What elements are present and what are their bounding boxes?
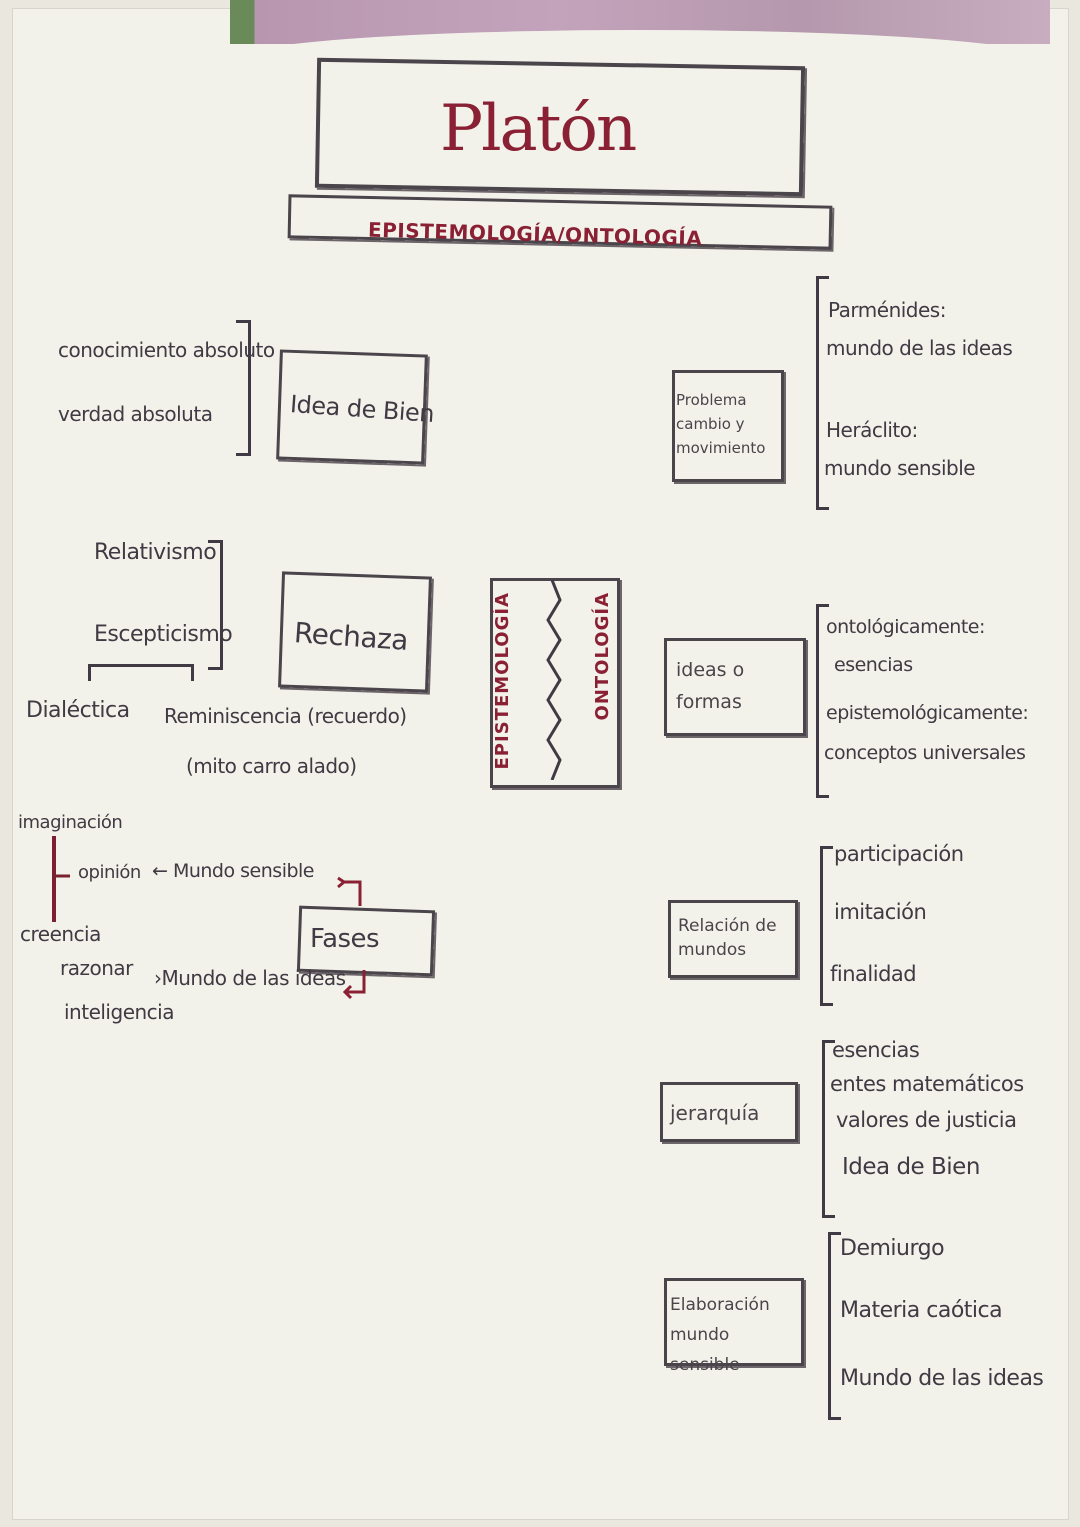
item-mundo-ideas-2: Mundo de las ideas — [840, 1366, 1044, 1391]
fase-imaginacion: imaginación — [18, 812, 123, 833]
ideas-bracket — [816, 604, 829, 798]
item-participacion: participación — [834, 842, 964, 866]
item-parmenides: Parménides: — [828, 298, 946, 322]
fase-razonar: razonar — [60, 956, 133, 980]
item-entes-matematicos: entes matemáticos — [830, 1072, 1024, 1096]
relacion-box — [668, 900, 798, 978]
item-esencias-1: esencias — [834, 654, 913, 676]
item-finalidad: finalidad — [830, 962, 917, 986]
branch-reminiscencia: Reminiscencia (recuerdo) — [164, 704, 407, 728]
item-verdad-absoluta: verdad absoluta — [58, 402, 213, 426]
epistemology-vertical-label: EPISTEMOLOGÍA — [492, 592, 513, 770]
dialectica-bracket — [88, 664, 194, 681]
item-valores-justicia: valores de justicia — [836, 1108, 1017, 1132]
divider-zigzag — [546, 580, 562, 780]
item-heraclito: Heráclito: — [826, 418, 918, 442]
razonar-mundo-ideas: ›Mundo de las ideas — [154, 966, 346, 990]
note-mito-carro-alado: (mito carro alado) — [186, 754, 357, 778]
fases-left-bracket — [52, 836, 70, 922]
branch-dialectica: Dialéctica — [26, 698, 130, 723]
problema-label: Problema cambio y movimiento — [676, 391, 766, 457]
item-imitacion: imitación — [834, 900, 927, 924]
page-title: Platón — [440, 92, 637, 166]
item-demiurgo: Demiurgo — [840, 1236, 945, 1261]
opinion-mundo-sensible: ← Mundo sensible — [152, 860, 315, 882]
item-mundo-ideas-1: mundo de las ideas — [826, 336, 1013, 360]
item-conocimiento-absoluto: conocimiento absoluto — [58, 338, 275, 362]
fases-label: Fases — [310, 924, 380, 954]
item-idea-de-bien: Idea de Bien — [842, 1154, 980, 1180]
fases-arrows — [337, 876, 366, 1000]
rechaza-bracket — [208, 540, 223, 670]
ontology-vertical-label: ONTOLOGÍA — [592, 592, 613, 721]
problema-box — [672, 370, 784, 482]
item-epistemologicamente: epistemológicamente: — [826, 702, 1029, 724]
jerarquia-label: jerarquía — [670, 1101, 760, 1125]
fase-inteligencia: inteligencia — [64, 1000, 174, 1024]
relacion-label: Relación de mundos — [678, 916, 777, 960]
ideas-formas-box — [664, 638, 806, 736]
item-relativismo: Relativismo — [94, 540, 217, 565]
elaboracion-label: Elaboración mundo sensible — [670, 1295, 770, 1375]
jerarquia-box — [660, 1082, 798, 1142]
item-esencias-2: esencias — [832, 1038, 920, 1062]
relacion-bracket — [820, 846, 833, 1006]
item-conceptos-universales: conceptos universales — [824, 742, 1026, 764]
elaboracion-box — [664, 1278, 804, 1366]
idea-bracket — [236, 320, 251, 456]
notebook-page — [12, 8, 1069, 1520]
fase-creencia: creencia — [20, 922, 101, 946]
ideas-formas-label: ideas o formas — [676, 659, 745, 713]
fase-opinion: opinión — [78, 862, 141, 883]
item-materia-caotica: Materia caótica — [840, 1298, 1003, 1323]
item-mundo-sensible: mundo sensible — [824, 456, 976, 480]
epistemology-ontology-box — [490, 578, 620, 788]
problema-bracket — [816, 276, 829, 510]
jerarquia-bracket — [822, 1040, 835, 1218]
elaboracion-bracket — [828, 1232, 841, 1420]
item-escepticismo: Escepticismo — [94, 622, 233, 647]
item-ontologicamente: ontológicamente: — [826, 616, 985, 638]
